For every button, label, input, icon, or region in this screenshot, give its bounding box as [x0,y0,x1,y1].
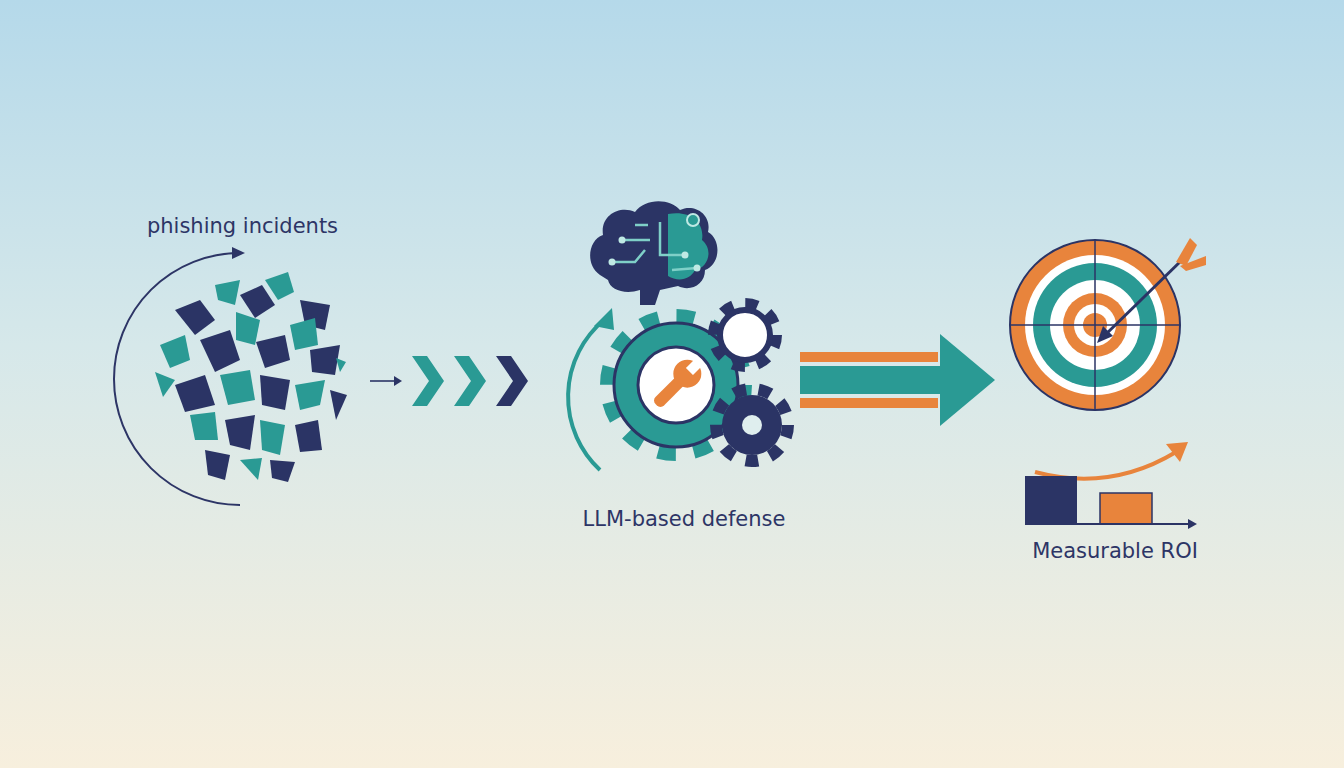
circuit-node [687,214,699,226]
fragment [295,380,325,410]
arrow-stripe [800,352,938,362]
fragment [240,458,262,480]
growth-arrowhead [1166,442,1188,462]
axis-arrowhead [1188,519,1197,529]
chevron-head [496,356,528,406]
illustration-group: phishing incidents [115,205,370,515]
fragment [236,312,260,345]
brain-icon [590,201,717,305]
node-label: LLM-based defense [568,506,800,532]
flow-arrow [370,356,528,406]
fragment [220,370,255,405]
fragment [175,300,215,335]
arc-arrowhead [594,308,614,330]
illustration-group: LLM-based defense [528,200,800,545]
connector-line [370,380,528,382]
fragment [215,280,240,305]
circuit-node [609,259,616,266]
crosshair [1010,240,1180,410]
arrow-stripe [800,398,938,408]
growth-arrow [1035,452,1176,479]
fragment [200,330,240,372]
fragment [160,335,190,368]
arrow-shaft [800,366,945,394]
fragment [190,412,218,440]
chevron-head [412,356,444,406]
gear-hub [742,415,762,435]
cycle-arc [568,320,604,470]
arc-arrowhead [232,247,245,259]
fragment [295,420,322,452]
small-arrowhead [394,376,402,386]
dart-shaft [1102,258,1184,338]
fragment [155,372,175,397]
axis-line [1025,523,1188,525]
fragment [260,375,290,410]
fragment [225,415,255,450]
wrench-jaw [686,357,704,375]
circuit-node [694,265,701,272]
wrench-icon [646,351,710,415]
bar [1100,493,1152,524]
fragment [336,358,346,372]
circuit-lines [612,222,697,270]
fragment [256,335,290,368]
gear-group [568,303,788,470]
circuit-node [619,237,626,244]
dart-fletching [1180,256,1206,271]
arrow-head [940,334,995,426]
node-label: Measurable ROI [995,538,1235,564]
target-ring [1010,240,1180,410]
fragment [260,420,285,455]
illustration-group: Measurable ROI [995,235,1235,575]
gear-body [722,395,782,455]
fragment [265,272,294,300]
flow-arrow [800,334,995,426]
bar [1025,476,1077,524]
gear-teeth [716,389,788,461]
fragment [310,345,340,375]
gear-hub [638,347,714,423]
fragment [330,390,347,420]
roi-chart [1025,442,1197,529]
circuit-node [682,252,689,259]
fragment [290,318,318,350]
fragment [270,460,295,482]
fragment-cluster [114,247,347,505]
fragment [205,450,230,480]
dart-tip [1097,326,1113,343]
brain-shape [590,201,717,305]
node-label: phishing incidents [115,213,370,239]
chevron-head [454,356,486,406]
gear-teeth [713,303,777,367]
target-icon [1010,238,1206,410]
gear-body [720,310,770,360]
wrench-head [668,354,708,394]
fragment [175,375,215,412]
fragment [240,285,275,318]
